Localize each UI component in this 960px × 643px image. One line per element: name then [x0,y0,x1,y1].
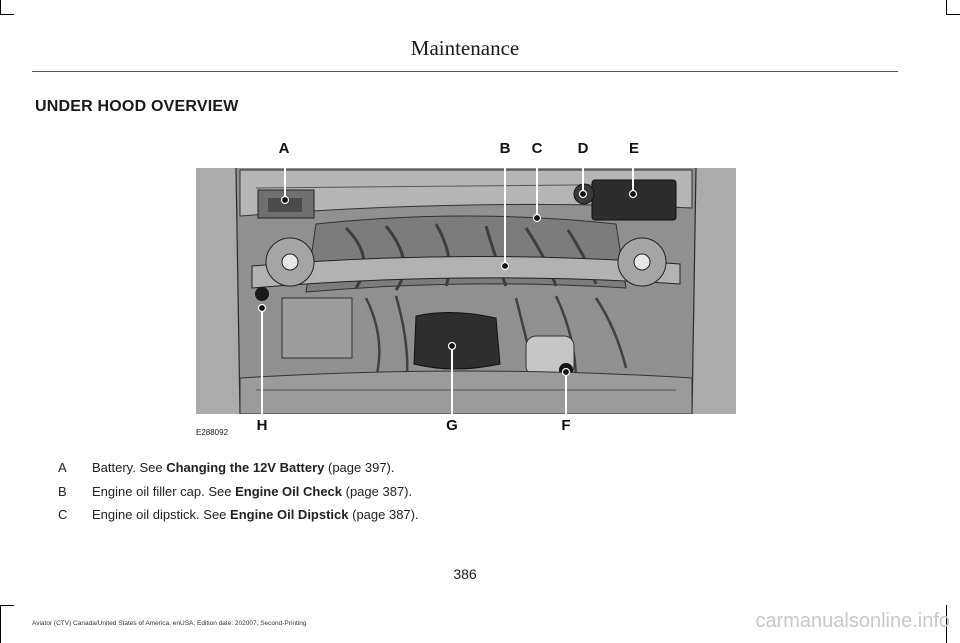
watermark: carmanualsonline.info [755,610,950,632]
callout-f: F [561,417,571,434]
crop-mark-top-left-h [0,14,14,15]
callout-d: D [577,140,589,157]
crop-mark-bottom-right-v [946,605,947,643]
edition-footer: Aviator (CTV) Canada/United States of Am… [32,620,307,627]
crop-mark-top-right-h [946,14,960,15]
crop-mark-top-right-v [946,0,947,14]
cross-reference-link[interactable]: Engine Oil Check [235,484,343,499]
page-header-title: Maintenance [410,36,520,60]
legend-text: Battery. See Changing the 12V Battery (p… [92,460,395,475]
engine-bay-illustration [196,168,736,414]
page-number: 386 [453,566,477,582]
crop-mark-bottom-left-h [0,605,14,606]
cross-reference-link[interactable]: Changing the 12V Battery [166,460,325,475]
callout-g: G [446,417,458,434]
legend-letter: C [58,507,68,522]
legend-letter: A [58,460,67,475]
crop-mark-bottom-left-v [0,605,1,643]
callout-c: C [531,140,543,157]
cross-reference-link[interactable]: Engine Oil Dipstick [230,507,349,522]
legend-text: Engine oil filler cap. See Engine Oil Ch… [92,484,413,499]
figure-code: E288092 [196,428,229,437]
section-title: UNDER HOOD OVERVIEW [35,98,239,115]
legend-text: Engine oil dipstick. See Engine Oil Dips… [92,507,419,522]
legend-letter: B [58,484,67,499]
crop-mark-top-left-v [0,0,1,14]
header-divider [32,71,898,72]
callout-e: E [628,140,639,157]
callout-a: A [278,140,290,157]
callout-b: B [499,140,511,157]
callout-h: H [256,417,268,434]
